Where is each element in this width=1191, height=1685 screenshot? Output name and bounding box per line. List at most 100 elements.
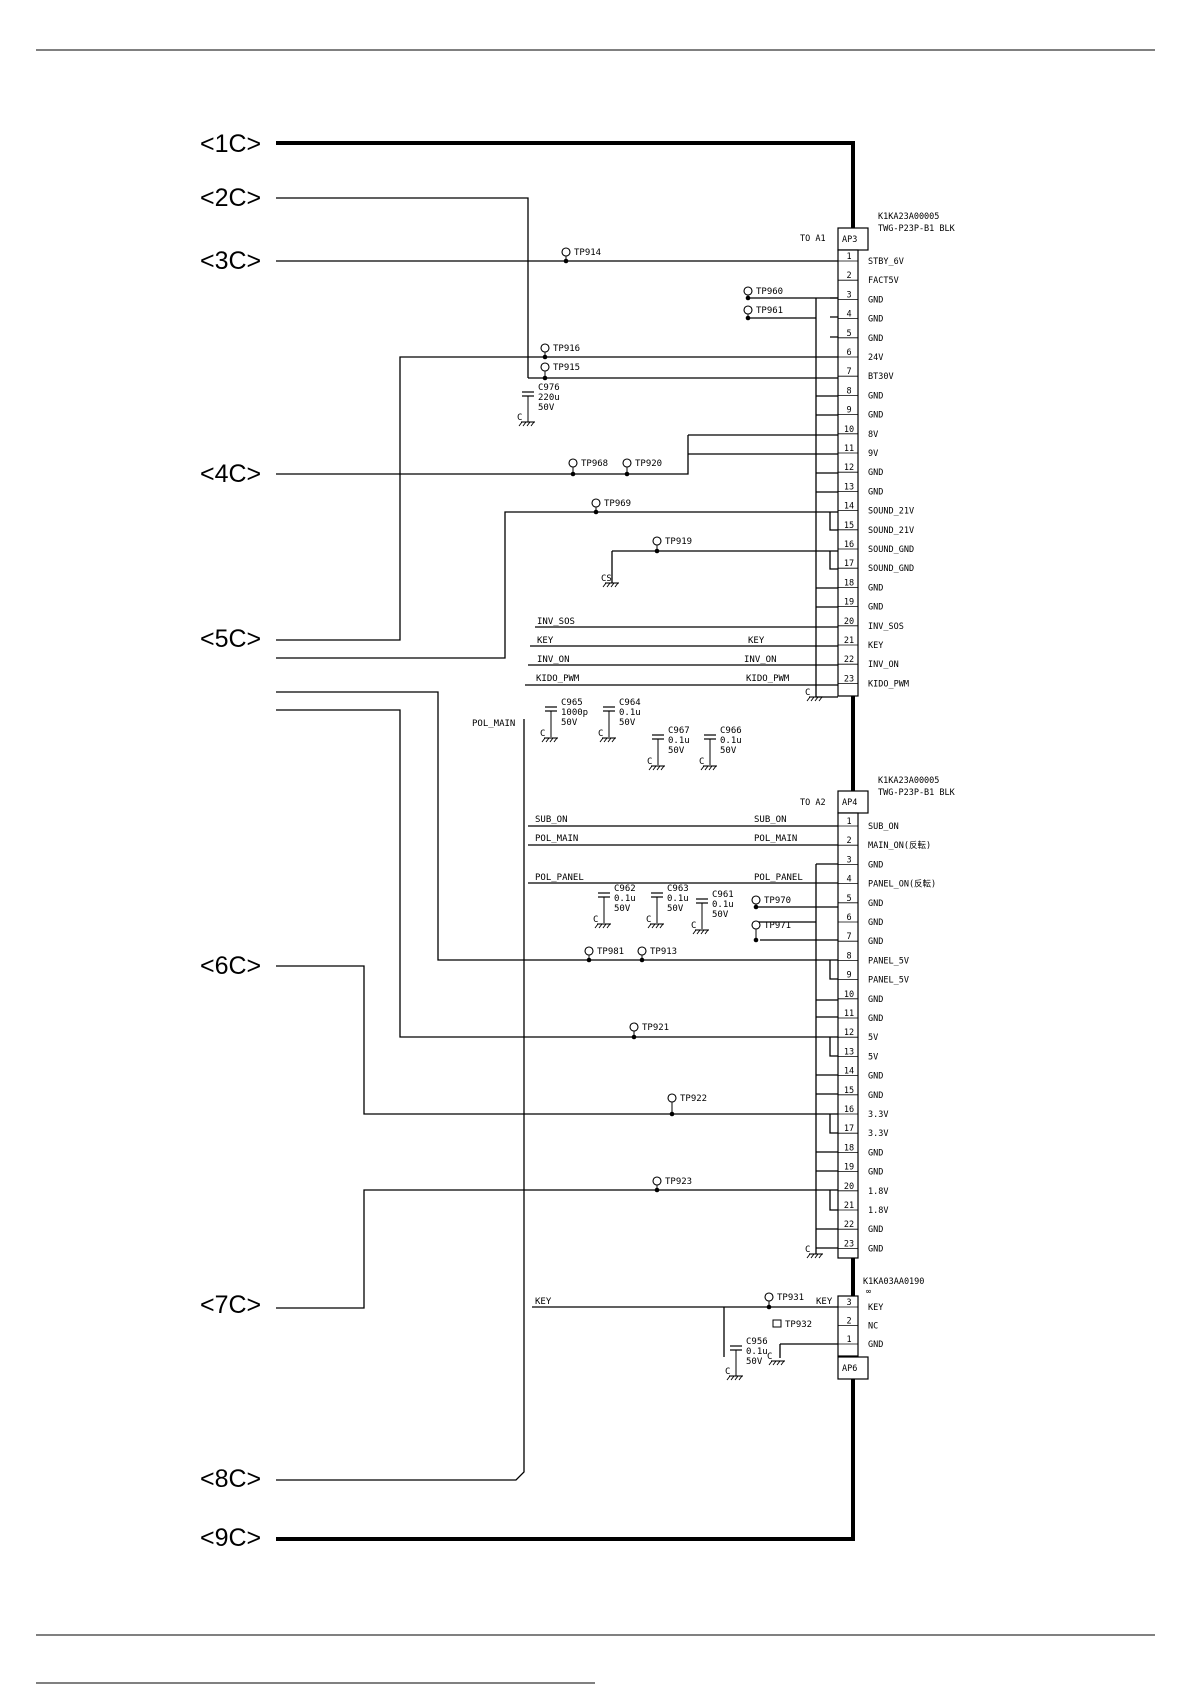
test-point-tp931[interactable]: TP931 [764,1292,804,1310]
pin-number: 12 [844,463,854,473]
svg-text:C963: C963 [667,884,689,894]
svg-text:TP915: TP915 [553,363,580,373]
pin-number: 2 [846,836,851,846]
svg-text:<4C>: <4C> [200,460,261,488]
svg-text:C: C [725,1367,730,1377]
pin-label: SOUND_21V [868,526,914,536]
pin-number: 20 [844,617,854,627]
svg-text:C: C [593,915,598,925]
svg-text:C: C [598,729,603,739]
svg-text:C: C [691,921,696,931]
pin-number: 1 [846,817,851,827]
svg-text:C962: C962 [614,884,636,894]
sheet-ref-3c[interactable]: <3C> [200,247,261,275]
test-point-tp932[interactable]: TP932 [772,1319,812,1330]
svg-text:TP914: TP914 [574,248,601,258]
net-label: KEY [537,636,554,646]
ground-symbol: C [646,915,664,929]
test-point-tp923[interactable]: TP923 [652,1176,692,1193]
pin-label: GND [868,1148,883,1158]
pin-number: 14 [844,1067,854,1077]
pin-label: GND [868,1244,883,1254]
test-point-tp914[interactable]: TP914 [561,247,601,264]
test-point-tp970[interactable]: TP970 [751,895,791,910]
pin-label: KEY [868,641,883,651]
pin-number: 6 [846,348,851,358]
ap4-nets [276,691,838,1309]
pin-number: 8 [846,951,851,961]
pin-label: GND [868,295,883,305]
test-point-tp920[interactable]: TP920 [622,458,662,477]
svg-text:TP921: TP921 [642,1023,669,1033]
pin-label: SOUND_GND [868,545,914,555]
svg-text:C: C [805,1245,810,1255]
pin-number: 19 [844,598,854,608]
sheet-ref-7c[interactable]: <7C> [200,1291,261,1319]
net-label: POL_MAIN [472,719,515,729]
sheet-ref-8c[interactable]: <8C> [200,1465,261,1493]
net-label: POL_MAIN [535,834,578,844]
test-point-tp922[interactable]: TP922 [667,1093,707,1117]
pin-label: GND [868,918,883,928]
pin-number: 3 [846,855,851,865]
pin-number: 14 [844,502,854,512]
pin-number: 16 [844,1105,854,1115]
test-point-tp919[interactable]: TP919 [652,536,692,554]
test-point-tp969[interactable]: TP969 [591,498,631,515]
ground-symbol: CS [601,574,619,588]
pin-number: 22 [844,655,854,665]
pin-label: FACT5V [868,276,899,286]
pin-label: PANEL_5V [868,976,909,986]
sheet-ref-9c[interactable]: <9C> [200,1524,261,1552]
test-point-tp968[interactable]: TP968 [568,458,608,477]
ground-symbol: C [767,1352,785,1366]
pin-number: 16 [844,540,854,550]
sheet-ref-5c[interactable]: <5C> [200,625,261,653]
test-point-tp960[interactable]: TP960 [743,286,783,301]
pin-label: 24V [868,353,883,363]
test-point-tp961[interactable]: TP961 [743,305,783,321]
svg-text:50V: 50V [668,746,685,756]
pin-number: 7 [846,932,851,942]
svg-text:∞: ∞ [866,1287,871,1297]
svg-text:C965: C965 [561,698,583,708]
svg-text:TP931: TP931 [777,1293,804,1303]
sheet-ref-2c[interactable]: <2C> [200,184,261,212]
ground-symbol: C [699,757,717,771]
ground-symbol: C [593,915,611,929]
net-label: KEY [748,636,765,646]
pin-label: 8V [868,430,878,440]
test-point-tp916[interactable]: TP916 [540,343,580,360]
test-point-tp971[interactable]: TP971 [751,920,791,943]
svg-text:TP923: TP923 [665,1177,692,1187]
svg-text:C: C [646,915,651,925]
sheet-ref-1c[interactable]: <1C> [200,130,261,158]
sheet-ref-4c[interactable]: <4C> [200,460,261,488]
test-point-tp921[interactable]: TP921 [629,1022,669,1040]
pin-label: KIDO_PWM [868,679,909,689]
test-point-tp913[interactable]: TP913 [637,946,677,963]
net-label: INV_SOS [537,617,575,627]
test-point-tp981[interactable]: TP981 [584,946,624,963]
svg-text:C967: C967 [668,726,690,736]
pin-label: GND [868,583,883,593]
test-point-tp915[interactable]: TP915 [540,362,580,381]
svg-text:C961: C961 [712,890,734,900]
pin-number: 5 [846,894,851,904]
sheet-ref-6c[interactable]: <6C> [200,952,261,980]
pin-label: INV_ON [868,660,899,670]
svg-text:<6C>: <6C> [200,952,261,980]
net-label: KIDO_PWM [746,674,790,684]
pin-label: GND [868,899,883,909]
pin-number: 2 [846,271,851,281]
pin-label: PANEL_5V [868,956,909,966]
